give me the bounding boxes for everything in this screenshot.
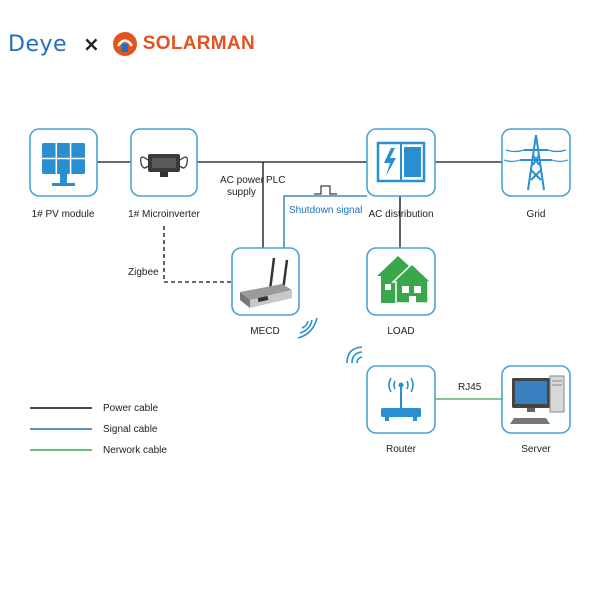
- router-label: Router: [386, 444, 417, 455]
- pv-module-label: 1# PV module: [32, 209, 95, 220]
- rj45-label: RJ45: [458, 382, 482, 393]
- pv-module-node: 1# PV module: [29, 128, 98, 220]
- deye-logo: Deye: [8, 31, 68, 57]
- brand-header: Deye × SOLARMAN: [8, 28, 255, 60]
- microinverter-icon: [140, 154, 188, 177]
- transmission-tower-icon: [503, 134, 569, 191]
- solar-panel-icon: [42, 143, 85, 186]
- solarman-mark-icon: [112, 32, 137, 56]
- brand-separator: ×: [83, 32, 100, 56]
- supply-label: supply: [227, 187, 256, 198]
- ac-distribution-node: AC distribution: [366, 128, 436, 220]
- power-cables: [97, 161, 502, 248]
- legend: Power cable Signal cable Nerwork cable: [30, 403, 167, 456]
- shutdown-signal-cable: [283, 195, 367, 248]
- houses-icon: [377, 256, 433, 304]
- microinverter-label: 1# Microinverter: [128, 209, 200, 220]
- router-node: Router: [346, 346, 436, 455]
- grid-box: [501, 128, 571, 197]
- mecd-node: MECD: [231, 247, 318, 339]
- ac-power-label: AC power: [220, 175, 265, 186]
- grid-label: Grid: [527, 209, 546, 220]
- mecd-wireless-icon: [297, 317, 318, 339]
- server-node: Server: [501, 365, 571, 455]
- pulse-icon: [314, 185, 337, 195]
- solarman-logo: SOLARMAN: [142, 33, 255, 54]
- signal-cables: [283, 195, 367, 248]
- legend-signal-label: Signal cable: [103, 424, 158, 435]
- ac-distribution-label: AC distribution: [368, 209, 433, 220]
- legend-power-label: Power cable: [103, 403, 158, 414]
- desktop-computer-icon: [510, 375, 565, 424]
- mecd-device-icon: [240, 257, 292, 308]
- load-node: LOAD: [366, 247, 436, 337]
- mecd-label: MECD: [250, 326, 279, 337]
- load-label: LOAD: [387, 326, 414, 337]
- plc-label: PLC: [266, 175, 285, 186]
- router-wireless-icon: [346, 346, 363, 364]
- zigbee-label: Zigbee: [128, 267, 159, 278]
- zigbee-link: [163, 226, 232, 283]
- legend-network-label: Nerwork cable: [103, 445, 167, 456]
- electrical-cabinet-icon: [376, 141, 426, 183]
- server-label: Server: [521, 444, 551, 455]
- shutdown-signal-label: Shutdown signal: [289, 205, 362, 216]
- microinverter-node: 1# Microinverter: [128, 128, 201, 220]
- mecd-box: [231, 247, 300, 316]
- router-icon: [381, 377, 421, 421]
- grid-node: Grid: [501, 128, 571, 220]
